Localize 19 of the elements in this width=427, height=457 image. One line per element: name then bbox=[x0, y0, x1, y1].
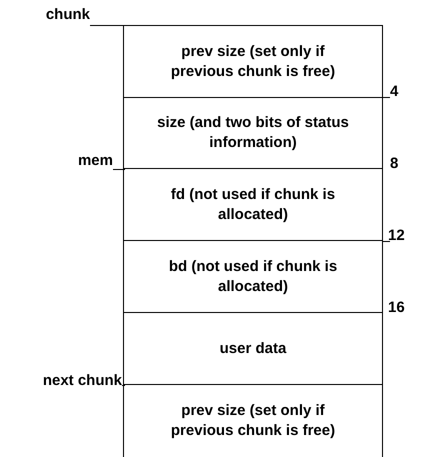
field-label: fd (not used if chunk is allocated) bbox=[170, 184, 336, 224]
pointer-label: mem bbox=[78, 152, 113, 170]
pointer-label: chunk bbox=[46, 6, 90, 24]
field-label: bd (not used if chunk is allocated) bbox=[168, 256, 338, 296]
field-label: user data bbox=[218, 338, 288, 358]
offset-label: 4 bbox=[390, 83, 398, 101]
memory-field-box bbox=[123, 385, 383, 457]
memory-field-box bbox=[123, 313, 383, 385]
field-label: prev size (set only if previous chunk is free) bbox=[170, 401, 336, 441]
memory-field-box bbox=[123, 97, 383, 169]
offset-label: 12 bbox=[388, 227, 405, 245]
field-label: prev size (set only if previous chunk is free) bbox=[170, 42, 336, 82]
offset-label: 16 bbox=[388, 299, 405, 317]
offset-label: 8 bbox=[390, 155, 398, 173]
memory-field-box bbox=[123, 241, 383, 313]
field-label: size (and two bits of status information) bbox=[156, 112, 350, 152]
memory-field-box bbox=[123, 169, 383, 241]
pointer-label: next chunk bbox=[42, 372, 122, 390]
memory-field-box bbox=[123, 25, 383, 98]
